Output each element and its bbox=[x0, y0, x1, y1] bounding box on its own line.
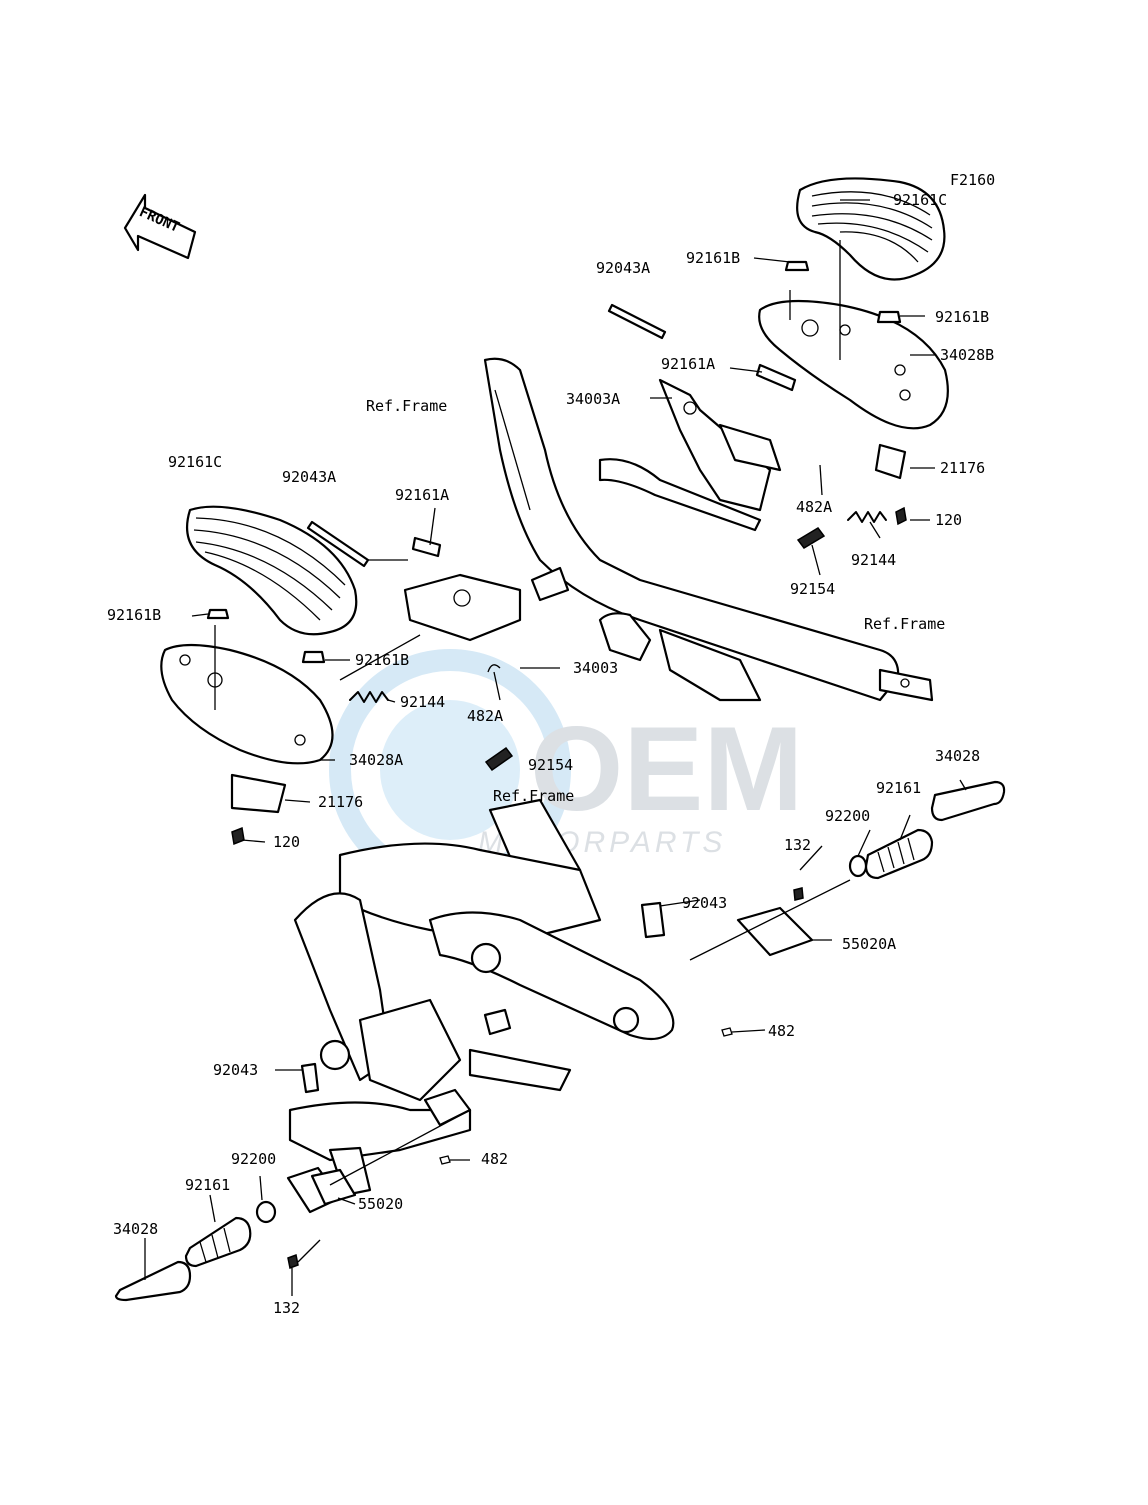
callout-34003: 34003 bbox=[573, 659, 618, 677]
callout-92161B-left-1: 92161B bbox=[107, 606, 161, 624]
callout-482A-right: 482A bbox=[796, 498, 832, 516]
lower-frame bbox=[288, 798, 675, 1197]
callout-92161C-right: 92161C bbox=[893, 191, 947, 209]
callout-34028-right: 34028 bbox=[935, 747, 980, 765]
callout-482-left: 482 bbox=[481, 1150, 508, 1168]
callout-92161B-right-1: 92161B bbox=[686, 249, 740, 267]
callout-92144-left: 92144 bbox=[400, 693, 445, 711]
callout-92161A-right: 92161A bbox=[661, 355, 715, 373]
callout-ref-frame-right: Ref.Frame bbox=[864, 615, 945, 633]
callout-132-left: 132 bbox=[273, 1299, 300, 1317]
right-footpeg-assembly bbox=[640, 779, 1006, 1037]
upper-frame bbox=[483, 357, 934, 702]
callout-482-right: 482 bbox=[768, 1022, 795, 1040]
right-floorboard-assembly bbox=[607, 177, 949, 576]
callout-55020A: 55020A bbox=[842, 935, 896, 953]
callout-labels: F2160 92161C 92161B 92043A 92161B 34028B… bbox=[107, 171, 995, 1317]
callout-120-right: 120 bbox=[935, 511, 962, 529]
callout-482A-left: 482A bbox=[467, 707, 503, 725]
front-arrow-icon: FRONT bbox=[123, 193, 197, 260]
callout-ref-frame-top: Ref.Frame bbox=[366, 397, 447, 415]
callout-55020: 55020 bbox=[358, 1195, 403, 1213]
diagram-code: F2160 bbox=[950, 171, 995, 189]
callout-92200-left: 92200 bbox=[231, 1150, 276, 1168]
callout-92154-right: 92154 bbox=[790, 580, 835, 598]
callout-92043-left: 92043 bbox=[213, 1061, 258, 1079]
callout-21176-right: 21176 bbox=[940, 459, 985, 477]
watermark-brand: OEM bbox=[530, 702, 803, 836]
callout-92043A-right: 92043A bbox=[596, 259, 650, 277]
callout-92200-right: 92200 bbox=[825, 807, 870, 825]
callout-120-left: 120 bbox=[273, 833, 300, 851]
callout-34028A: 34028A bbox=[349, 751, 403, 769]
callout-ref-frame-mid: Ref.Frame bbox=[493, 787, 574, 805]
callout-132-right: 132 bbox=[784, 836, 811, 854]
callout-92161C-left: 92161C bbox=[168, 453, 222, 471]
callout-34028B: 34028B bbox=[940, 346, 994, 364]
callout-34003A: 34003A bbox=[566, 390, 620, 408]
callout-92043-right: 92043 bbox=[682, 894, 727, 912]
callout-92161-right: 92161 bbox=[876, 779, 921, 797]
callout-92154-left: 92154 bbox=[528, 756, 573, 774]
callout-92144-right: 92144 bbox=[851, 551, 896, 569]
left-floorboard-assembly bbox=[160, 505, 560, 846]
callout-92043A-left: 92043A bbox=[282, 468, 336, 486]
callout-92161B-right-2: 92161B bbox=[935, 308, 989, 326]
callout-92161A-left: 92161A bbox=[395, 486, 449, 504]
callout-92161-left: 92161 bbox=[185, 1176, 230, 1194]
callout-21176-left: 21176 bbox=[318, 793, 363, 811]
left-footpeg-assembly bbox=[114, 1062, 471, 1302]
callout-92161B-left-2: 92161B bbox=[355, 651, 409, 669]
callout-34028-left: 34028 bbox=[113, 1220, 158, 1238]
